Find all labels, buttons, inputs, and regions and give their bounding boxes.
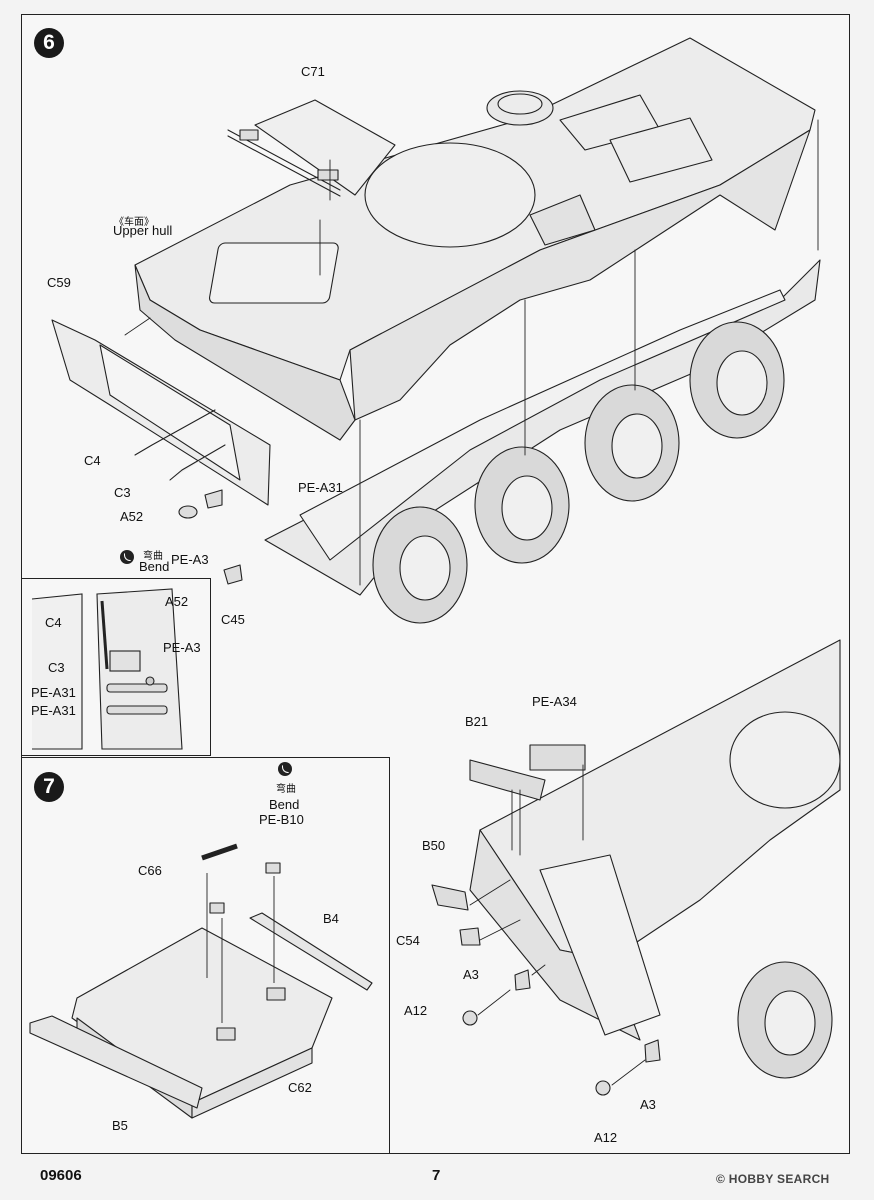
step7-left-inset xyxy=(21,757,390,1154)
upper-hull-drawing xyxy=(134,37,816,441)
label-a3-2: A3 xyxy=(640,1097,656,1112)
bend-icon xyxy=(120,550,134,564)
label-upper-hull-cn: 《车面》 xyxy=(114,217,154,228)
label-bend-step7: Bend xyxy=(269,797,300,812)
label-pe-a3: PE-A3 xyxy=(171,552,209,567)
inset-label-pe-a31-1: PE-A31 xyxy=(31,685,76,700)
label-c66: C66 xyxy=(138,863,162,878)
label-b21: B21 xyxy=(465,714,489,729)
floor-plate-drawing xyxy=(29,843,373,1119)
watermark-text: HOBBY SEARCH xyxy=(728,1172,830,1186)
label-b50: B50 xyxy=(422,838,446,853)
label-a12-1: A12 xyxy=(404,1003,428,1018)
label-c54: C54 xyxy=(396,933,420,948)
label-a3-1: A3 xyxy=(463,967,479,982)
label-bend: Bend xyxy=(139,559,170,574)
label-c62: C62 xyxy=(288,1080,312,1095)
label-bend-cn-step7: 弯曲 xyxy=(276,784,296,795)
inset-label-c4: C4 xyxy=(45,615,62,630)
label-c4: C4 xyxy=(84,453,101,468)
side-plate-c59 xyxy=(51,319,271,506)
step6-detail-drawing xyxy=(31,588,183,750)
page-number: 7 xyxy=(432,1167,441,1184)
front-small-parts xyxy=(431,744,661,1096)
step-6-badge: 6 xyxy=(34,28,64,58)
inset-label-pe-a3: PE-A3 xyxy=(163,640,201,655)
label-pe-a34: PE-A34 xyxy=(532,694,577,709)
inset-label-c3: C3 xyxy=(48,660,65,675)
label-c45: C45 xyxy=(221,612,245,627)
label-c3: C3 xyxy=(114,485,131,500)
label-upper-hull: Upper hull xyxy=(113,223,173,238)
label-c71: C71 xyxy=(301,64,325,79)
assembly-arrows-step6 xyxy=(124,119,819,586)
watermark: © HOBBY SEARCH xyxy=(716,1172,830,1186)
step6-detail-inset xyxy=(21,578,211,756)
step-7-badge: 7 xyxy=(34,772,64,802)
bend-icon-step7 xyxy=(278,762,292,776)
label-bend-cn: 弯曲 xyxy=(143,551,163,562)
label-pe-b10: PE-B10 xyxy=(259,812,304,827)
hatch-plate-c71 xyxy=(227,99,396,197)
front-hull-drawing xyxy=(469,639,841,1079)
assembly-arrows-step7 xyxy=(469,764,646,1086)
label-b4: B4 xyxy=(323,911,339,926)
label-a12-2: A12 xyxy=(594,1130,618,1145)
label-c59: C59 xyxy=(47,275,71,290)
product-code: 09606 xyxy=(40,1167,82,1184)
small-parts-step6 xyxy=(178,489,243,585)
inset-label-a52: A52 xyxy=(165,594,189,609)
label-a52: A52 xyxy=(120,509,144,524)
label-b5: B5 xyxy=(112,1118,128,1133)
wheels xyxy=(372,321,785,624)
watermark-prefix: © xyxy=(716,1172,729,1186)
inset-label-pe-a31-2: PE-A31 xyxy=(31,703,76,718)
label-pe-a31: PE-A31 xyxy=(298,480,343,495)
